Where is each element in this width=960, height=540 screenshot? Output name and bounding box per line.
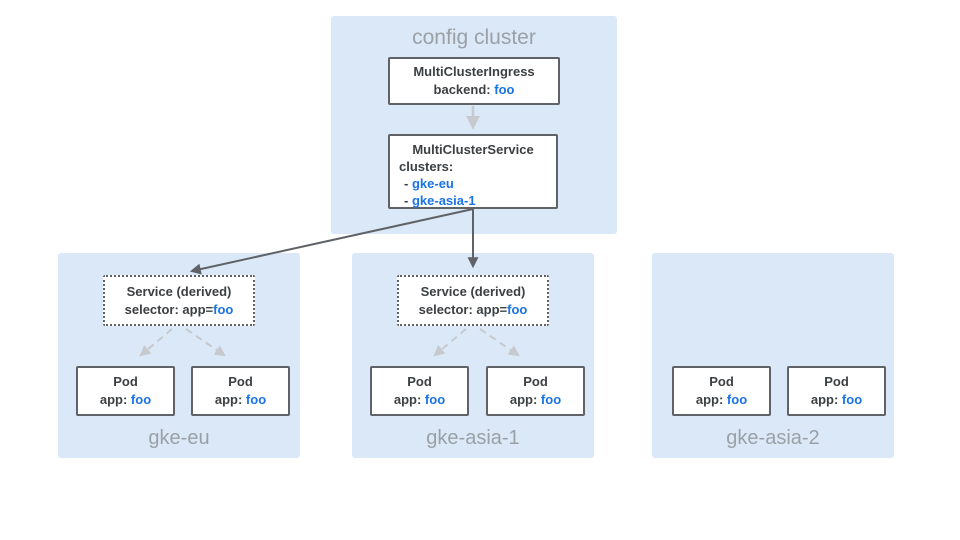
backend-label: backend: xyxy=(433,82,491,97)
multiclusteringress-backend: backend: foo xyxy=(434,81,515,99)
pod-title: Pod xyxy=(523,374,548,389)
backend-value: foo xyxy=(494,82,515,97)
gke-asia-2-pod-1: Pod app: foo xyxy=(672,366,771,416)
gke-asia-2-panel xyxy=(652,253,894,458)
pod-app: app: foo xyxy=(215,391,266,409)
service-title: Service (derived) xyxy=(420,283,526,299)
multiclusterservice-node: MultiClusterService clusters: - gke-eu -… xyxy=(388,134,558,209)
app-label: app: xyxy=(99,392,128,407)
gke-eu-pod-1: Pod app: foo xyxy=(76,366,175,416)
pod-title: Pod xyxy=(709,374,734,389)
selector-value: foo xyxy=(213,301,234,317)
app-label: app: xyxy=(810,392,839,407)
service-title: Service (derived) xyxy=(126,283,232,299)
gke-asia-1-pod-2: Pod app: foo xyxy=(486,366,585,416)
config-cluster-title: config cluster xyxy=(412,26,536,49)
multiclusterservice-title: MultiClusterService xyxy=(412,142,534,157)
app-label: app: xyxy=(393,392,422,407)
service-selector: selector: app=foo xyxy=(419,301,528,319)
gke-eu-pod-2: Pod app: foo xyxy=(191,366,290,416)
selector-label: selector: app= xyxy=(124,301,214,317)
app-label: app: xyxy=(509,392,538,407)
app-label: app: xyxy=(214,392,243,407)
gke-asia-1-derived-service-node: Service (derived) selector: app=foo xyxy=(397,275,549,326)
gke-asia-1-pod-1: Pod app: foo xyxy=(370,366,469,416)
service-selector: selector: app=foo xyxy=(125,301,234,319)
pod-app: app: foo xyxy=(510,391,561,409)
pod-title: Pod xyxy=(228,374,253,389)
dash: - xyxy=(404,176,409,191)
gke-eu-derived-service-node: Service (derived) selector: app=foo xyxy=(103,275,255,326)
app-value: foo xyxy=(130,392,152,407)
cluster-item-gke-asia-1: - gke-asia-1 xyxy=(390,192,556,209)
gke-asia-2-label: gke-asia-2 xyxy=(726,427,820,449)
app-value: foo xyxy=(424,392,446,407)
app-value: foo xyxy=(540,392,562,407)
cluster-item-gke-eu: - gke-eu xyxy=(390,175,556,192)
pod-title: Pod xyxy=(407,374,432,389)
multiclusteringress-node: MultiClusterIngress backend: foo xyxy=(388,57,560,105)
pod-app: app: foo xyxy=(811,391,862,409)
selector-value: foo xyxy=(507,301,528,317)
gke-asia-1-label: gke-asia-1 xyxy=(426,427,520,449)
pod-title: Pod xyxy=(113,374,138,389)
pod-app: app: foo xyxy=(394,391,445,409)
pod-title: Pod xyxy=(824,374,849,389)
selector-label: selector: app= xyxy=(418,301,508,317)
pod-app: app: foo xyxy=(696,391,747,409)
app-value: foo xyxy=(245,392,267,407)
gke-eu-label: gke-eu xyxy=(148,427,210,449)
app-value: foo xyxy=(841,392,863,407)
dash: - xyxy=(404,193,409,208)
multiclusteringress-title: MultiClusterIngress xyxy=(413,64,535,79)
cluster-name: gke-asia-1 xyxy=(411,193,476,208)
pod-app: app: foo xyxy=(100,391,151,409)
gke-asia-2-pod-2: Pod app: foo xyxy=(787,366,886,416)
app-value: foo xyxy=(726,392,748,407)
clusters-label: clusters: xyxy=(399,159,454,174)
app-label: app: xyxy=(695,392,724,407)
cluster-name: gke-eu xyxy=(411,176,454,191)
